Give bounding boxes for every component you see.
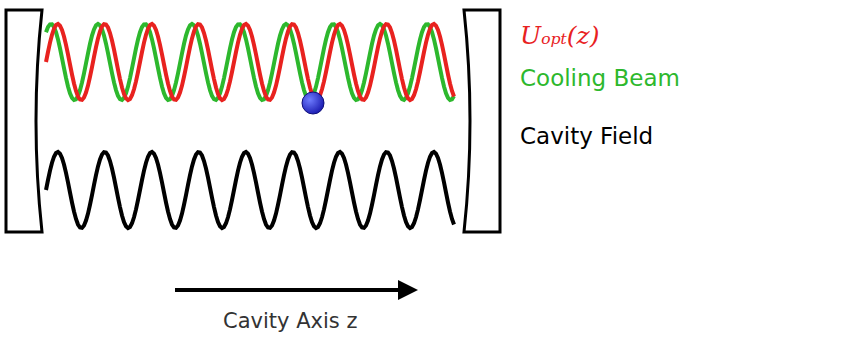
potential-wave <box>46 24 454 100</box>
wave-group <box>46 24 454 228</box>
right-mirror <box>464 10 500 232</box>
cavity-field-label: Cavity Field <box>520 124 653 149</box>
atom <box>302 92 324 114</box>
axis-label: Cavity Axis z <box>223 310 357 333</box>
axis-arrow <box>175 288 400 292</box>
cavity-field-wave <box>46 152 454 228</box>
left-mirror <box>6 10 42 232</box>
axis-arrowhead <box>398 280 418 300</box>
potential-label: Uₒₚₜ(z) <box>520 22 600 50</box>
cooling-beam-wave <box>46 24 454 100</box>
cooling-beam-label: Cooling Beam <box>520 66 680 91</box>
